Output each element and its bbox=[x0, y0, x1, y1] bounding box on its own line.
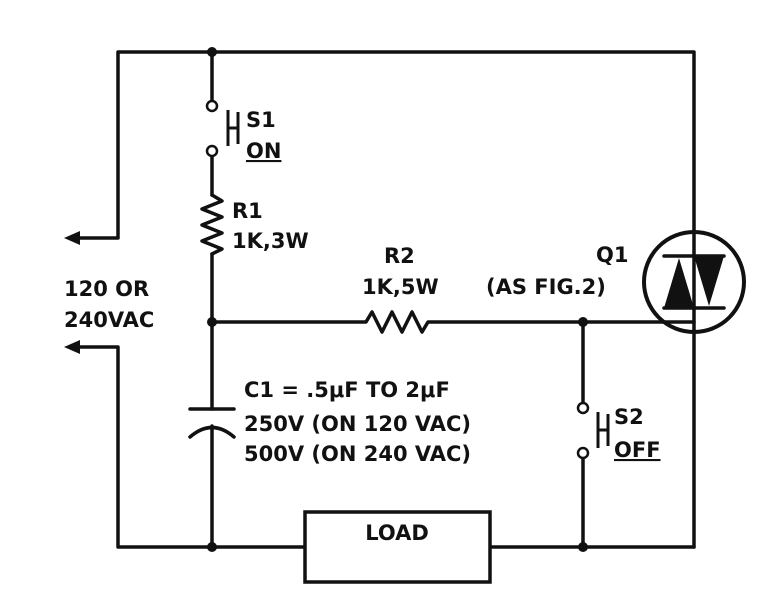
load-label: LOAD bbox=[365, 521, 429, 545]
q1-name: Q1 bbox=[596, 243, 628, 267]
c1-spec: C1 = .5μF TO 2μF bbox=[244, 378, 450, 402]
r1-value: 1K,3W bbox=[232, 229, 309, 253]
s2-state: OFF bbox=[614, 438, 661, 462]
s1-name: S1 bbox=[246, 108, 276, 132]
supply-label-line1: 120 OR bbox=[64, 277, 149, 301]
r2-resistor bbox=[210, 310, 696, 334]
r1-name: R1 bbox=[232, 199, 263, 223]
q1-note: (AS FIG.2) bbox=[486, 275, 606, 299]
supply-label-line2: 240VAC bbox=[64, 308, 154, 332]
s1-state: ON bbox=[246, 139, 281, 163]
c1-capacitor bbox=[188, 320, 236, 549]
s1-switch bbox=[205, 50, 240, 197]
load-box bbox=[303, 510, 492, 584]
c1-rating-120: 250V (ON 120 VAC) bbox=[244, 412, 471, 436]
top-rail bbox=[210, 50, 696, 234]
r1-resistor bbox=[200, 193, 224, 324]
s2-switch bbox=[576, 320, 610, 549]
supply-wires bbox=[64, 50, 214, 549]
c1-rating-240: 500V (ON 240 VAC) bbox=[244, 442, 471, 466]
s2-name: S2 bbox=[614, 405, 644, 429]
r2-name: R2 bbox=[384, 244, 415, 268]
r2-value: 1K,5W bbox=[362, 275, 439, 299]
q1-triac-symbol bbox=[642, 230, 746, 549]
